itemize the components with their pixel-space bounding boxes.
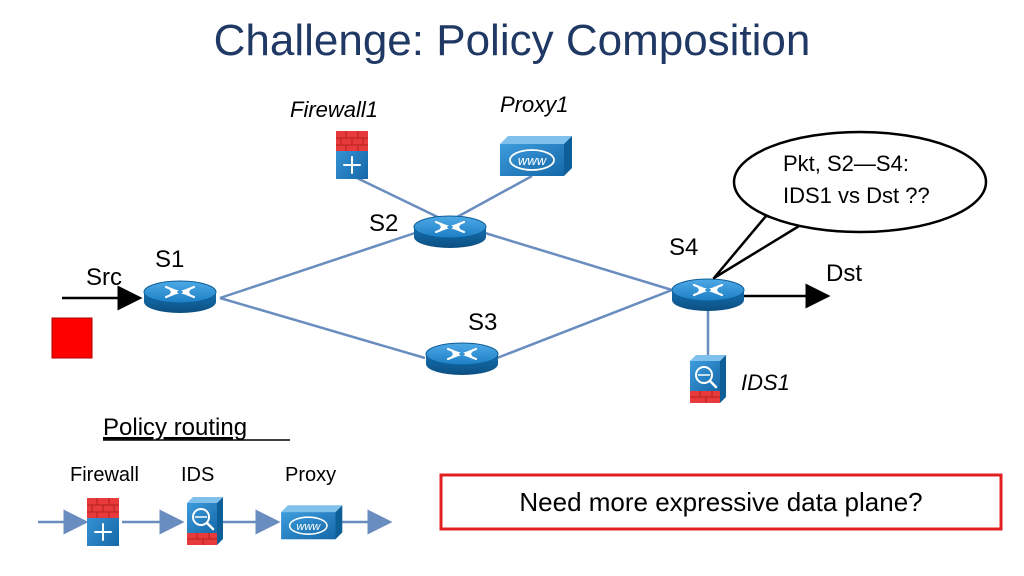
policy-proxy-label: Proxy	[285, 464, 336, 486]
proxy-icon	[499, 135, 573, 177]
s1-label: S1	[155, 246, 184, 273]
s4-label: S4	[669, 234, 698, 261]
s2-label: S2	[369, 210, 398, 237]
speech-callout: Pkt, S2—S4: IDS1 vs Dst ??	[712, 130, 988, 280]
policy-firewall-icon	[86, 497, 120, 547]
router-icon-s1	[142, 279, 218, 315]
router-icon-s2	[412, 214, 488, 250]
ids1-label: IDS1	[741, 370, 790, 395]
dst-label: Dst	[826, 260, 862, 287]
firewall-icon	[335, 130, 369, 180]
policy-routing-heading: Policy routing	[103, 414, 247, 441]
link-s2-firewall1	[356, 176, 449, 224]
link-s1-s3	[219, 296, 426, 360]
policy-firewall-label: Firewall	[70, 464, 139, 486]
question-box	[439, 473, 1003, 531]
ids-icon	[688, 353, 728, 405]
src-label: Src	[86, 264, 122, 291]
policy-ids-icon	[185, 495, 225, 547]
router-icon-s4	[670, 277, 746, 313]
proxy1-label: Proxy1	[500, 92, 568, 117]
link-s1-s2	[219, 231, 416, 300]
link-s2-proxy1	[447, 174, 533, 224]
s3-label: S3	[468, 309, 497, 336]
callout-line2: IDS1 vs Dst ??	[783, 183, 930, 208]
packet-icon	[51, 317, 93, 359]
policy-ids-label: IDS	[181, 464, 214, 486]
firewall1-label: Firewall1	[290, 97, 378, 122]
link-s3-s4	[496, 288, 673, 360]
question-text: Need more expressive data plane?	[519, 487, 922, 517]
slide-title: Challenge: Policy Composition	[214, 16, 811, 65]
router-icon-s3	[424, 341, 500, 377]
policy-proxy-icon	[280, 504, 344, 541]
link-s2-s4	[484, 231, 673, 292]
network-links	[219, 174, 710, 360]
callout-line1: Pkt, S2—S4:	[783, 151, 909, 176]
